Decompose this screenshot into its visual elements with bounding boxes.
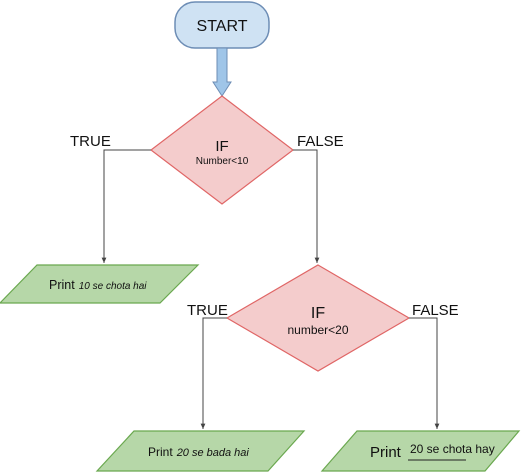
- output-2-message: 20 se bada hai: [176, 447, 250, 459]
- output-3: Print 20 se chota hay: [320, 430, 521, 472]
- decision-1-true-connector: [101, 149, 151, 263]
- decision-2-true-label: TRUE: [187, 302, 228, 319]
- decision-2-condition: number<20: [287, 323, 348, 337]
- start-block-arrow: [212, 47, 232, 97]
- decision-1: IF Number<10: [150, 95, 294, 205]
- decision-2: IF number<20: [225, 264, 411, 372]
- decision-2-false-connector: [409, 317, 440, 429]
- decision-2-shape: [225, 264, 411, 372]
- output-3-shape: [320, 430, 521, 472]
- output-2-prefix: Print: [148, 445, 173, 459]
- decision-1-false-connector: [293, 149, 320, 263]
- output-1-shape: [0, 264, 200, 304]
- decision-1-shape: [150, 95, 294, 205]
- output-1-text: Print 10 se chota hai: [49, 278, 147, 292]
- decision-2-title: IF: [311, 305, 325, 322]
- decision-1-condition: Number<10: [196, 156, 249, 167]
- output-1: Print 10 se chota hai: [0, 264, 200, 304]
- start-node: START: [174, 1, 270, 49]
- output-2-shape: [95, 430, 306, 472]
- decision-2-false-label: FALSE: [412, 302, 459, 319]
- output-3-prefix: Print: [370, 444, 402, 461]
- decision-1-false-label: FALSE: [297, 133, 344, 150]
- decision-1-title: IF: [215, 138, 228, 155]
- decision-1-true-label: TRUE: [70, 133, 111, 150]
- output-3-message: 20 se chota hay: [410, 442, 495, 456]
- output-1-message: 10 se chota hai: [79, 281, 148, 292]
- output-1-prefix: Print: [49, 278, 75, 292]
- decision-2-true-connector: [200, 317, 227, 429]
- start-label: START: [197, 18, 248, 35]
